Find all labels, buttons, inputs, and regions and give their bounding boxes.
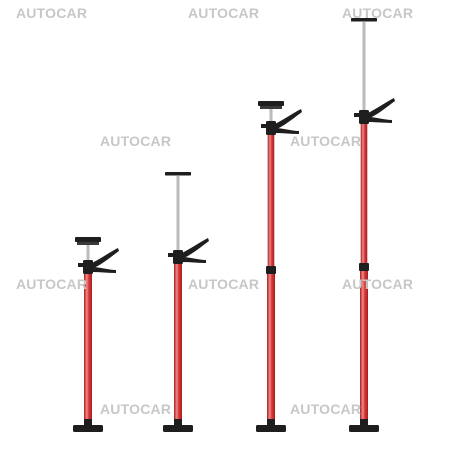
watermark-text: AUTOCAR xyxy=(188,276,260,292)
prop-lever-handle xyxy=(366,98,395,118)
prop-foot-plate xyxy=(349,425,379,432)
prop-clamp-tab xyxy=(78,263,84,267)
prop-head-plate xyxy=(75,237,101,242)
prop-clamp-body xyxy=(266,121,276,135)
prop-clamp-body xyxy=(83,260,93,274)
prop-lever-handle xyxy=(90,248,119,268)
prop-steel-rod xyxy=(86,241,90,260)
prop-steel-rod xyxy=(269,105,273,121)
prop-tube-collar xyxy=(266,266,276,274)
watermark-text: AUTOCAR xyxy=(342,276,414,292)
watermark-text: AUTOCAR xyxy=(342,5,414,21)
prop-tube-collar xyxy=(359,263,369,271)
prop-foot-joint xyxy=(267,419,275,426)
prop-foot-joint xyxy=(360,419,368,426)
prop-steel-rod xyxy=(362,22,366,110)
prop-lever-grip xyxy=(92,267,116,273)
prop-lever-grip xyxy=(275,128,299,134)
prop-upper-tube xyxy=(360,120,368,263)
prop-head-plate xyxy=(258,101,284,106)
prop-lower-tube xyxy=(174,260,182,419)
prop-foot-joint xyxy=(84,419,92,426)
watermark-text: AUTOCAR xyxy=(290,401,362,417)
prop-clamp-body xyxy=(359,110,369,124)
watermark-text: AUTOCAR xyxy=(16,276,88,292)
watermark-text: AUTOCAR xyxy=(100,133,172,149)
prop-clamp-body xyxy=(173,250,183,264)
prop-lever-grip xyxy=(182,257,206,263)
prop-foot-plate xyxy=(256,425,286,432)
prop-clamp-tab xyxy=(168,253,174,257)
prop-lever-grip xyxy=(368,117,392,123)
watermark-text: AUTOCAR xyxy=(290,133,362,149)
prop-clamp-tab xyxy=(354,113,360,117)
watermark-text: AUTOCAR xyxy=(188,5,260,21)
prop-clamp-tab xyxy=(261,124,267,128)
prop-foot-plate xyxy=(163,425,193,432)
prop-head-tbar xyxy=(165,172,191,176)
prop-head-pad xyxy=(260,106,282,109)
prop-head-pad xyxy=(77,242,99,245)
watermark-text: AUTOCAR xyxy=(100,401,172,417)
prop-steel-rod xyxy=(176,176,180,250)
prop-foot-joint xyxy=(174,419,182,426)
prop-lever-handle xyxy=(273,109,302,129)
prop-lever-handle xyxy=(180,238,209,258)
prop-lower-tube xyxy=(360,265,368,419)
prop-lower-tube xyxy=(267,268,275,419)
prop-lower-tube xyxy=(84,270,92,419)
watermark-text: AUTOCAR xyxy=(16,5,88,21)
prop-head-tbar xyxy=(351,18,377,22)
prop-upper-tube xyxy=(267,131,275,266)
prop-foot-plate xyxy=(73,425,103,432)
